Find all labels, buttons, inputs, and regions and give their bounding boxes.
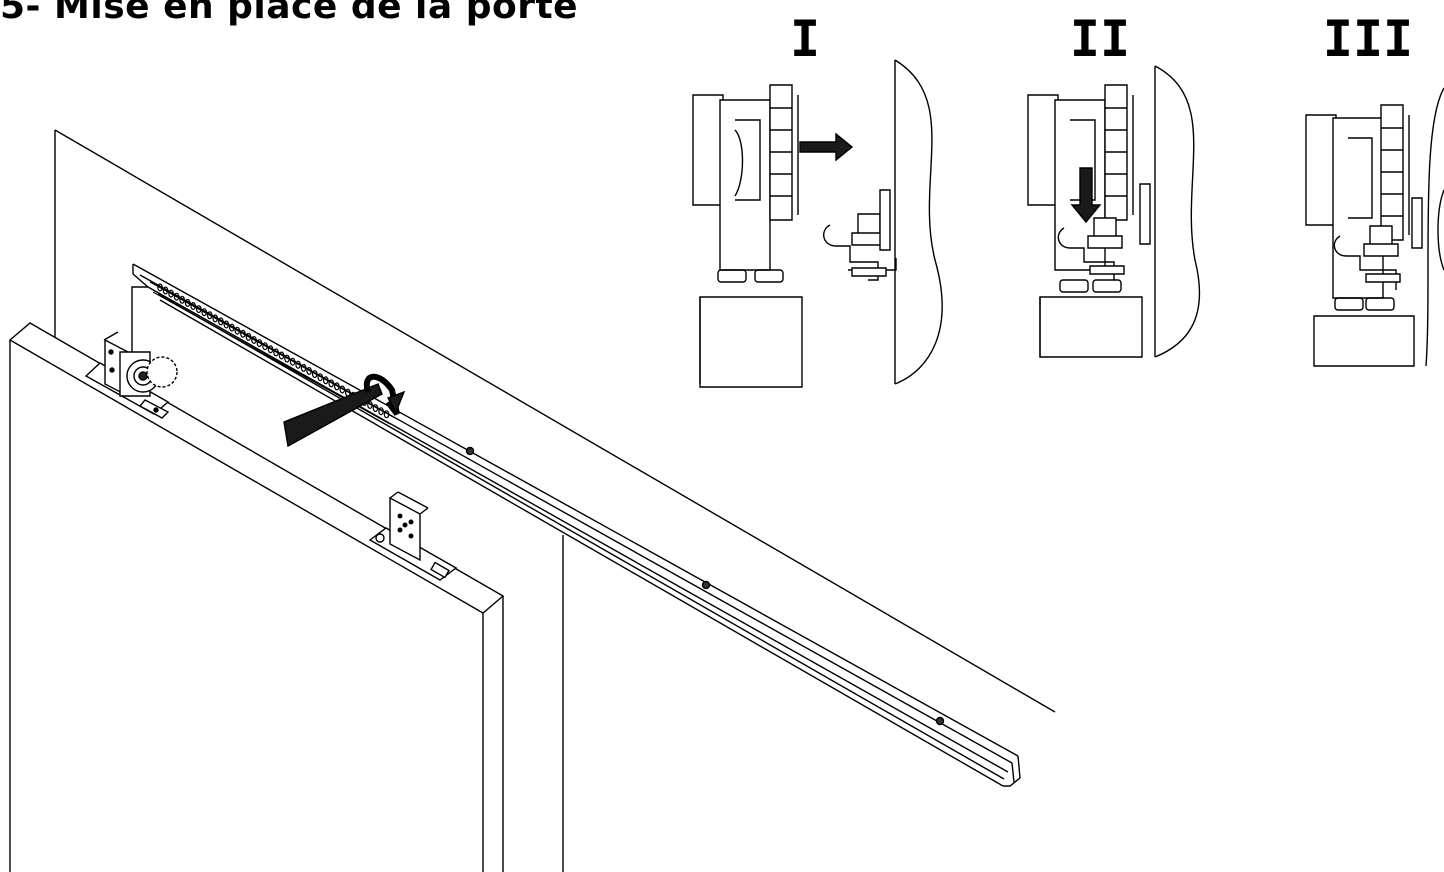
rail-support-bracket bbox=[132, 287, 148, 360]
insert-direction-arrow bbox=[284, 377, 404, 446]
step-label-1: I bbox=[790, 10, 820, 68]
front-carriage bbox=[370, 492, 456, 580]
track-rail bbox=[133, 264, 1020, 786]
wall-and-rail-view bbox=[10, 130, 1055, 872]
page-title: 5- Mise en place de la porte bbox=[0, 0, 579, 27]
step-2-detail bbox=[1028, 66, 1199, 357]
rail-screw bbox=[703, 582, 710, 589]
step-label-3: III bbox=[1323, 10, 1413, 68]
step-details: I II III bbox=[693, 10, 1444, 387]
wall-top-edge bbox=[55, 130, 1055, 712]
rail-screw bbox=[467, 448, 474, 455]
step-label-2: II bbox=[1070, 10, 1130, 68]
door-panel bbox=[10, 323, 503, 872]
step-1-detail bbox=[693, 60, 942, 387]
rail-screw bbox=[937, 718, 944, 725]
step-3-detail bbox=[1306, 88, 1444, 366]
drive-carriage bbox=[86, 332, 177, 418]
